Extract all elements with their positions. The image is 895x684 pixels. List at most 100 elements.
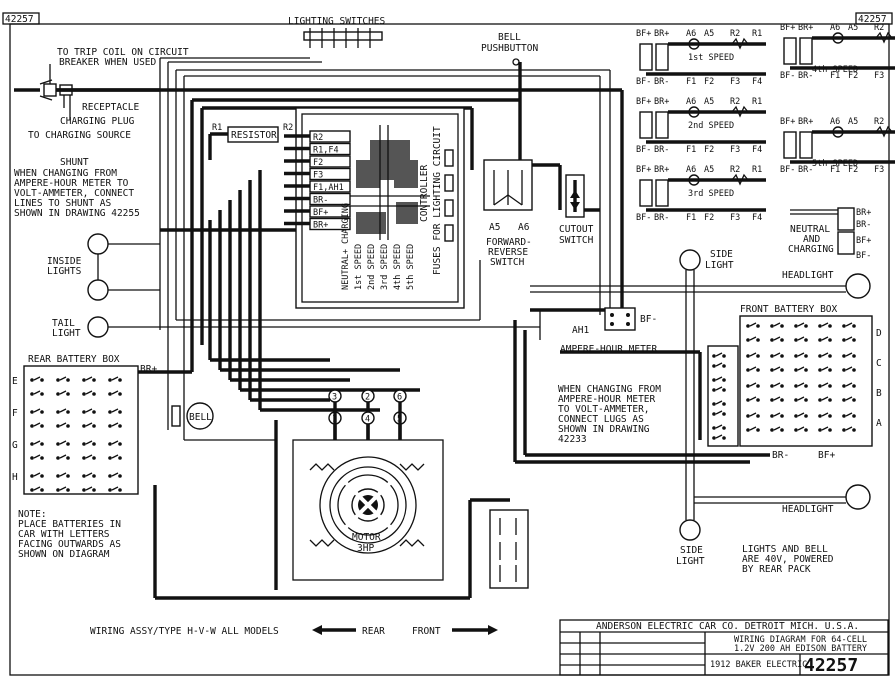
motor-terminal-label: 6 [397, 393, 402, 403]
rear-cell-link [33, 440, 41, 445]
front-cell-terminal [770, 414, 774, 418]
front-cell-terminal [852, 324, 856, 328]
controller-position-label: 2nd SPEED [367, 244, 377, 290]
controller-position-label: 3rd SPEED [380, 244, 390, 290]
speed-bottom-term: F4 [752, 145, 762, 155]
headlight-bottom-label: HEADLIGHT [782, 504, 834, 515]
front-row-letter: C [876, 358, 882, 369]
terminal-label: BF+ [313, 208, 328, 218]
front-cell-terminal [746, 428, 750, 432]
front-cell-terminal [828, 384, 832, 388]
motor [292, 439, 444, 581]
rear-cell-terminal [108, 456, 112, 460]
rear-cell-terminal [82, 456, 86, 460]
speed-top-term: BR+ [798, 23, 813, 33]
rear-label: REAR [362, 626, 385, 637]
rear-cell-terminal [40, 424, 44, 428]
rear-cell-terminal [56, 488, 60, 492]
rear-cell-terminal [40, 456, 44, 460]
front-cell-terminal [770, 384, 774, 388]
rear-cell-link [85, 454, 93, 459]
rear-cell-link [33, 390, 41, 395]
speed-resistor [875, 125, 893, 138]
speed-top-term: A5 [848, 117, 858, 127]
speed-top-term: R2 [874, 23, 884, 33]
front-cell-terminal [818, 398, 822, 402]
note-line-5: SHOWN ON DIAGRAM [18, 549, 110, 560]
rear-cell-terminal [30, 442, 34, 446]
speed-top-term: BF+ [636, 165, 651, 175]
front-cell-terminal [746, 324, 750, 328]
rear-cell-terminal [92, 456, 96, 460]
diagram-title-1: WIRING DIAGRAM FOR 64-CELL [734, 635, 867, 645]
forward-reverse-label-2: REVERSE [488, 247, 528, 258]
side-light-top-label-1: SIDE [710, 249, 733, 260]
company-name: ANDERSON ELECTRIC CAR CO. DETROIT MICH. … [596, 621, 859, 632]
note-line-1: NOTE: [18, 509, 47, 520]
speed-top-term: A5 [848, 23, 858, 33]
rear-cell-link [59, 472, 67, 477]
speed-top-term: R2 [730, 97, 740, 107]
front-cell-terminal [842, 338, 846, 342]
front-cell-terminal [780, 384, 784, 388]
front-arrow [452, 625, 498, 635]
rear-cell-link [33, 422, 41, 427]
front-side-cell-terminal [712, 378, 716, 382]
front-side-cell-link [715, 386, 723, 391]
front-cell-link [773, 366, 781, 371]
forward-reverse-switch [483, 159, 533, 211]
rear-cell-terminal [82, 378, 86, 382]
rear-cell-terminal [56, 392, 60, 396]
motor-hp-label: 3HP [357, 543, 374, 554]
front-cell-link [821, 382, 829, 387]
rear-cell-terminal [118, 424, 122, 428]
bell-label: BELL [498, 32, 521, 43]
speed-resistor [731, 105, 749, 118]
rear-cell-terminal [66, 392, 70, 396]
speed-bottom-term: F2 [704, 77, 714, 87]
rear-cell-terminal [40, 442, 44, 446]
front-cell-terminal [780, 354, 784, 358]
speed-top-term: A6 [830, 23, 840, 33]
front-cell-link [773, 396, 781, 401]
speed-top-term: R2 [730, 29, 740, 39]
rear-cell-terminal [30, 488, 34, 492]
front-cell-terminal [804, 398, 808, 402]
front-cell-terminal [794, 338, 798, 342]
front-cell-terminal [818, 384, 822, 388]
front-cell-terminal [770, 368, 774, 372]
bell-icon [186, 402, 214, 430]
rear-cell-link [85, 376, 93, 381]
speed-bottom-term: F2 [848, 71, 858, 81]
and-label: AND [803, 234, 820, 245]
rear-cell-link [85, 422, 93, 427]
front-row-letter: D [876, 328, 882, 339]
front-cell-terminal [842, 368, 846, 372]
drawing-number-top-right: 42257 [858, 14, 887, 25]
speed-top-term: BF+ [780, 23, 795, 33]
speed-label: 3rd SPEED [688, 189, 734, 199]
speed-bottom-term: BR- [654, 77, 669, 87]
front-cell-terminal [746, 354, 750, 358]
drawing-number-top-left: 42257 [5, 14, 34, 25]
speed-battery-cell [783, 37, 797, 65]
rear-battery-box [23, 365, 139, 495]
rear-cell-terminal [118, 378, 122, 382]
rear-cell-terminal [118, 488, 122, 492]
ah1-label: AH1 [572, 325, 589, 336]
front-cell-terminal [780, 324, 784, 328]
front-cell-terminal [780, 338, 784, 342]
rear-br-plus-label: BR+ [140, 364, 157, 375]
speed-resistor [731, 173, 749, 186]
front-cell-link [797, 412, 805, 417]
charging-source-label: TO CHARGING SOURCE [28, 130, 131, 141]
front-cell-link [845, 352, 853, 357]
front-cell-link [845, 366, 853, 371]
speed-bottom-term: BF- [636, 77, 651, 87]
front-side-cell-link [715, 424, 723, 429]
front-cell-terminal [828, 354, 832, 358]
